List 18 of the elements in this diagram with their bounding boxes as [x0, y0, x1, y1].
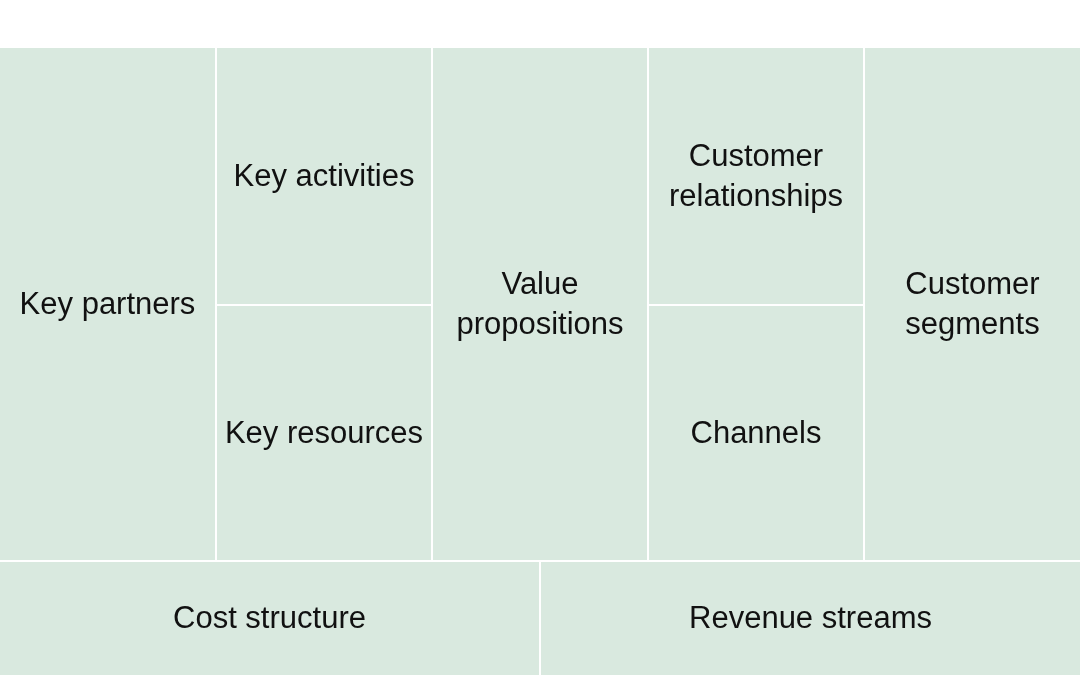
panel-title: Key activities	[233, 156, 415, 195]
canvas-panel	[433, 48, 647, 560]
canvas-panel	[217, 48, 431, 304]
panel-title: Customer segments	[904, 264, 1041, 343]
panel-title: Customer relationships	[667, 136, 844, 215]
canvas-panel	[217, 306, 431, 560]
panel-title: Cost structure	[173, 599, 366, 638]
panel-title: Channels	[690, 413, 822, 452]
canvas-panel	[649, 306, 863, 560]
canvas-panel	[649, 48, 863, 304]
canvas-panel	[0, 562, 539, 675]
panel-title: Key partners	[19, 284, 196, 323]
canvas-panel	[865, 48, 1080, 560]
panel-title: Revenue streams	[689, 599, 932, 638]
canvas-panel	[541, 562, 1080, 675]
canvas-panel	[0, 48, 215, 560]
panel-title: Value propositions	[455, 264, 625, 343]
panel-title: Key resources	[224, 413, 424, 452]
